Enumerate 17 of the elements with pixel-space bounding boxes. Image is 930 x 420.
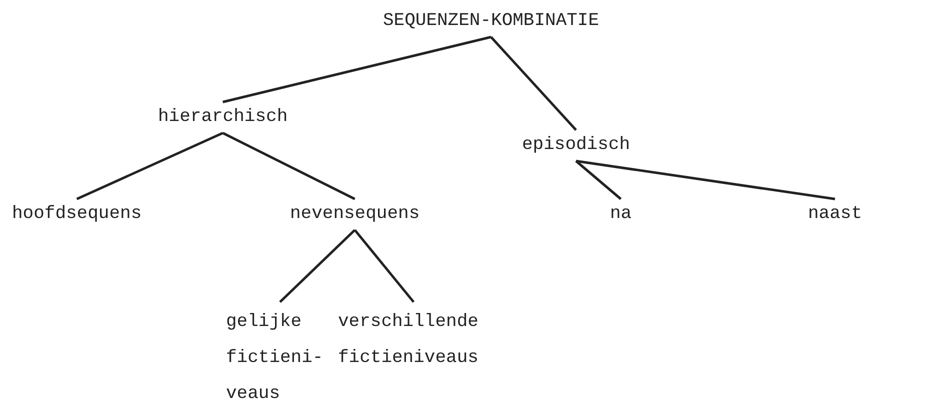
connector-line [76, 132, 224, 200]
connector-line [490, 36, 577, 131]
tree-label: hierarchisch [158, 106, 288, 129]
tree-label: nevensequens [290, 203, 420, 226]
connector-line [222, 36, 492, 104]
tree-label: gelijke fictieni- veaus [226, 311, 324, 406]
tree-label: verschillende fictieniveaus [338, 311, 480, 370]
tree-label: SEQUENZEN-KOMBINATIE [383, 10, 600, 33]
connector-line [576, 160, 836, 200]
connector-line [279, 229, 356, 303]
tree-label: na [610, 203, 632, 226]
tree-label: naast [808, 203, 862, 226]
tree-label: hoofdsequens [12, 203, 142, 226]
tree-label: episodisch [522, 134, 630, 157]
connector-line [575, 160, 622, 200]
connector-line [354, 229, 415, 303]
connector-line [222, 132, 356, 200]
